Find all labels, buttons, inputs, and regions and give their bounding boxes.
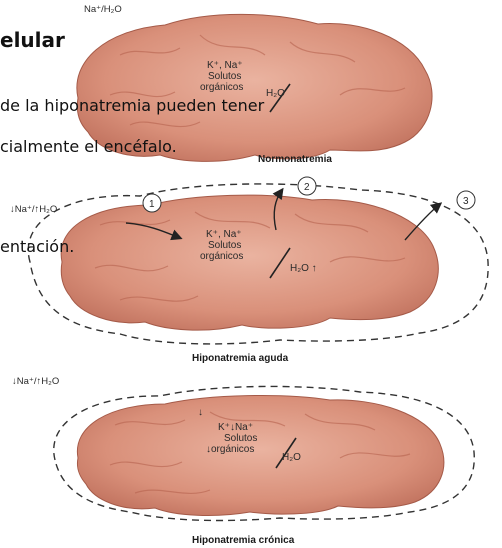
chronic-caption: Hiponatremia crónica (192, 535, 295, 546)
normal-ions: K⁺, Na⁺ (207, 60, 243, 71)
chronic-panel: ↓ K⁺↓Na⁺ Solutos ↓orgánicos H₂O ↓Na⁺/↑H₂… (12, 376, 474, 546)
step3-number: 3 (463, 196, 469, 207)
chronic-side-label: ↓Na⁺/↑H₂O (12, 376, 59, 387)
acute-ions: K⁺, Na⁺ (206, 229, 242, 240)
chronic-organicos: ↓orgánicos (206, 444, 254, 455)
normal-water: H₂O (266, 88, 285, 99)
slide-line-3: entación. (0, 237, 74, 256)
acute-brain (61, 195, 438, 330)
chronic-water: H₂O (282, 452, 301, 463)
top-label: Na⁺/H₂O (84, 4, 122, 15)
normal-solutos: Solutos (208, 71, 241, 82)
chronic-down-arrow: ↓ (198, 407, 203, 418)
acute-side-label: ↓Na⁺/↑H₂O (10, 204, 57, 215)
slide-title-fragment: elular (0, 28, 65, 52)
acute-caption: Hiponatremia aguda (192, 353, 289, 364)
normonatremia-caption: Normonatremia (258, 154, 332, 165)
chronic-ions: K⁺↓Na⁺ (218, 422, 253, 433)
chronic-solutos: Solutos (224, 433, 257, 444)
acute-solutos: Solutos (208, 240, 241, 251)
slide-line-1: de la hiponatremia pueden tener (0, 96, 264, 115)
normal-organicos: orgánicos (200, 82, 243, 93)
slide-line-2: cialmente el encéfalo. (0, 137, 177, 156)
step1-number: 1 (149, 199, 155, 210)
acute-panel: K⁺, Na⁺ Solutos orgánicos H₂O ↑ ↓Na⁺/↑H₂… (10, 177, 488, 364)
acute-organicos: orgánicos (200, 251, 243, 262)
acute-water: H₂O ↑ (290, 263, 317, 274)
step2-number: 2 (304, 182, 310, 193)
